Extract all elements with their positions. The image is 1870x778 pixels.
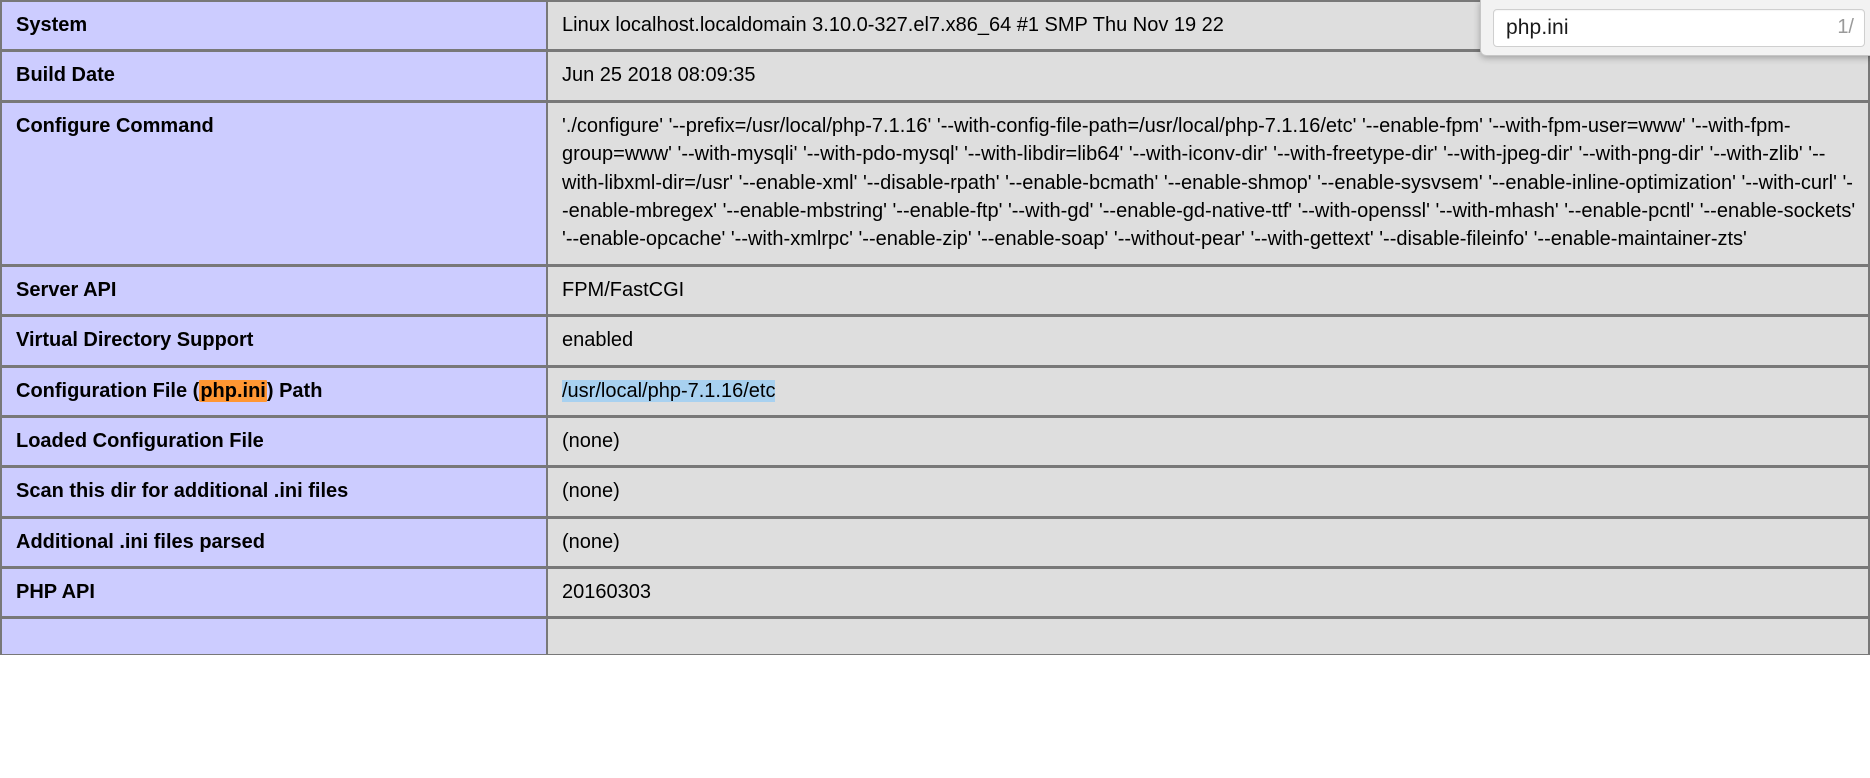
table-row: Configure Command'./configure' '--prefix… [0, 100, 1870, 265]
row-label: Configure Command [0, 100, 548, 265]
row-label: Configuration File (php.ini) Path [0, 365, 548, 416]
find-input-field[interactable]: php.ini 1/ [1493, 8, 1865, 47]
row-label: PHP API [0, 567, 548, 618]
row-value: 20160303 [548, 567, 1870, 618]
find-in-page-bar[interactable]: php.ini 1/ [1480, 0, 1870, 56]
row-label: Additional .ini files parsed [0, 516, 548, 568]
row-label: Loaded Configuration File [0, 415, 548, 467]
row-value: (none) [548, 516, 1870, 568]
row-value: (none) [548, 466, 1870, 517]
search-match-highlight: php.ini [199, 379, 267, 402]
table-row: Additional .ini files parsed(none) [0, 516, 1870, 568]
row-value: (none) [548, 415, 1870, 467]
row-label: Server API [0, 264, 548, 316]
row-label: Virtual Directory Support [0, 315, 548, 366]
row-label-text-tail: ) Path [266, 379, 323, 402]
selected-text-highlight: /usr/local/php-7.1.16/etc [562, 379, 776, 402]
row-value: /usr/local/php-7.1.16/etc [548, 365, 1870, 416]
table-row: Scan this dir for additional .ini files(… [0, 466, 1870, 517]
row-label-text: Configuration File ( [16, 379, 200, 402]
row-value: enabled [548, 315, 1870, 366]
row-value: FPM/FastCGI [548, 264, 1870, 316]
table-row: Loaded Configuration File(none) [0, 415, 1870, 467]
find-input-value[interactable]: php.ini [1506, 15, 1569, 39]
row-value: './configure' '--prefix=/usr/local/php-7… [548, 100, 1870, 265]
table-row-partial [0, 617, 1870, 656]
row-value-partial [548, 617, 1870, 656]
table-row: Configuration File (php.ini) Path/usr/lo… [0, 365, 1870, 416]
row-label-partial [0, 617, 548, 656]
row-label: Scan this dir for additional .ini files [0, 466, 548, 517]
row-value: Jun 25 2018 08:09:35 [548, 50, 1870, 101]
row-label: Build Date [0, 50, 548, 101]
find-match-counter: 1/ [1837, 16, 1854, 38]
row-label: System [0, 0, 548, 51]
